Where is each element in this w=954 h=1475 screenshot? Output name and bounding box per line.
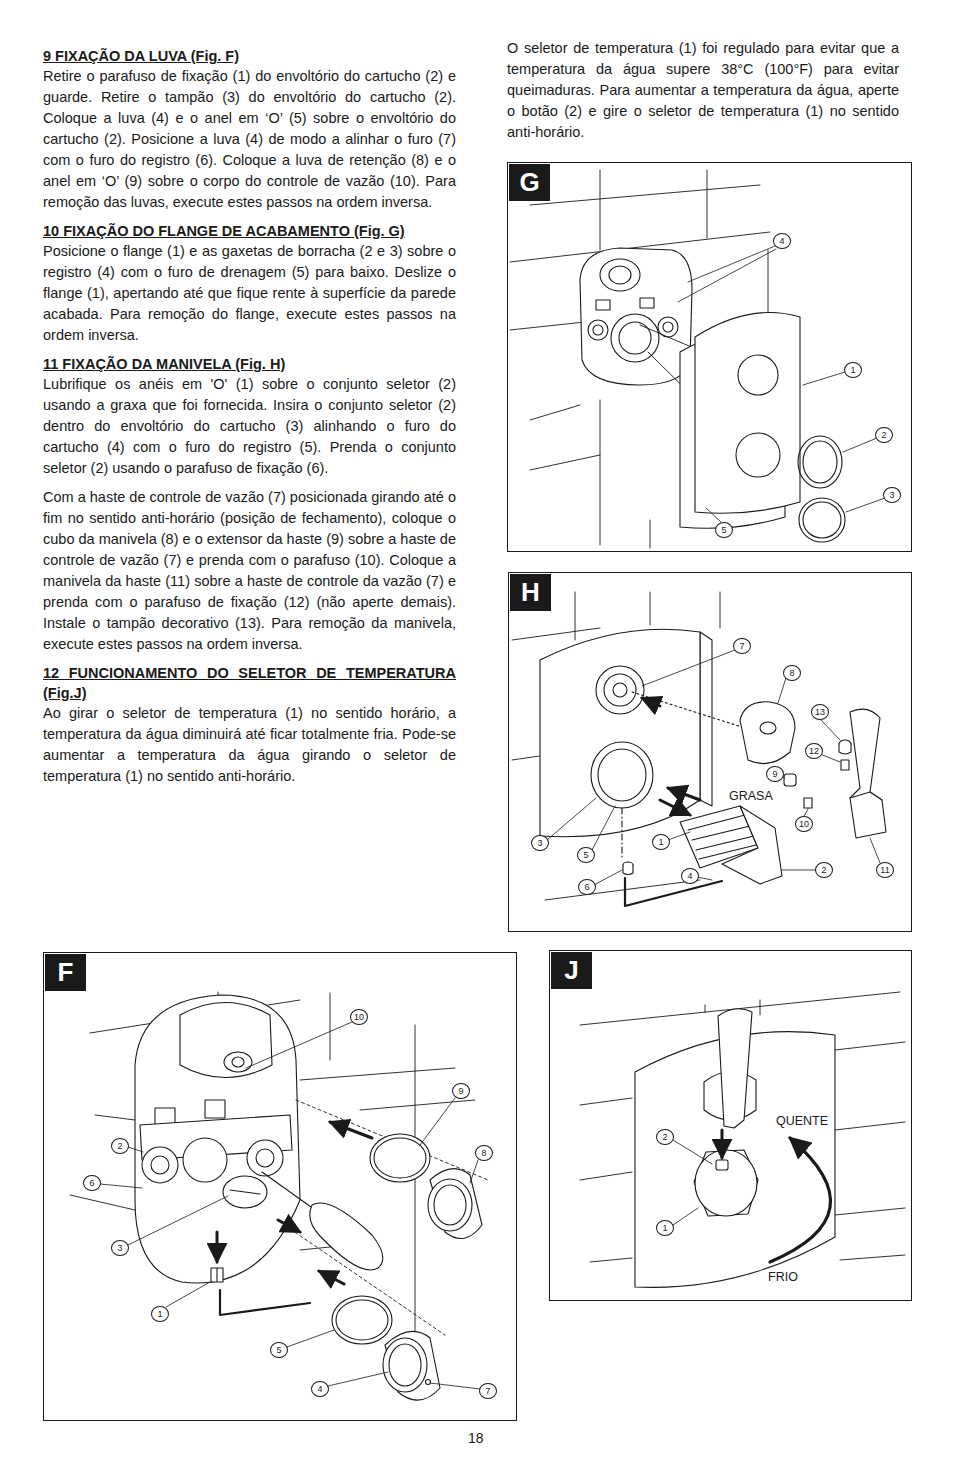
body-text: Lubrifique os anéis em 'O' (1) sobre o c…: [43, 374, 456, 479]
callout-number: 3: [111, 1240, 129, 1256]
body-text: O seletor de temperatura (1) foi regulad…: [507, 38, 899, 143]
rubber-gaskets: [798, 436, 845, 542]
callout-number: 5: [270, 1342, 288, 1358]
callout-number: 1: [844, 362, 862, 378]
callout-number: 4: [773, 233, 791, 249]
body-text: Retire o parafuso de fixação (1) do envo…: [43, 66, 456, 213]
section-heading: 9 FIXAÇÃO DA LUVA (Fig. F): [43, 46, 456, 66]
figure-letter: G: [509, 164, 550, 201]
text-column: 9 FIXAÇÃO DA LUVA (Fig. F)Retire o paraf…: [43, 38, 456, 795]
part-label: GRASA: [727, 789, 775, 804]
callout-number: 2: [111, 1138, 129, 1154]
part-label: QUENTE: [774, 1114, 830, 1129]
selector-cartridge: [680, 806, 782, 884]
leader-lines: [547, 650, 880, 885]
screwdriver: [262, 1172, 383, 1270]
callout-number: 1: [652, 834, 670, 850]
finish-flange: [540, 629, 712, 837]
callout-number: 10: [795, 816, 813, 832]
finish-flange: [680, 313, 800, 529]
callout-number: 4: [311, 1381, 329, 1397]
body-text: Ao girar o seletor de temperatura (1) no…: [43, 703, 456, 787]
wall-lines: [70, 992, 475, 1400]
callout-number: 2: [815, 862, 833, 878]
callout-number: 8: [475, 1145, 493, 1161]
figure-letter: F: [45, 954, 86, 991]
callout-number: 7: [479, 1383, 497, 1399]
wall-lines: [512, 592, 720, 900]
sleeves-rings: [332, 1134, 482, 1400]
section-heading: 12 FUNCIONAMENTO DO SELETOR DE TEMPERATU…: [43, 663, 456, 703]
callout-number: 9: [452, 1083, 470, 1099]
valve-body: [580, 248, 692, 385]
leader-lines: [673, 1140, 712, 1225]
lever-handle: [850, 709, 886, 838]
callout-number: 6: [578, 879, 596, 895]
callout-number: 12: [805, 743, 823, 759]
figure-panel: J: [549, 950, 912, 1301]
figure-panel: H: [508, 572, 912, 932]
section-heading: 10 FIXAÇÃO DO FLANGE DE ACABAMENTO (Fig.…: [43, 221, 456, 241]
callout-number: 8: [783, 665, 801, 681]
callout-number: 10: [350, 1009, 368, 1025]
figure-letter: J: [551, 952, 592, 989]
finish-flange: [635, 1009, 835, 1288]
callout-number: 5: [715, 522, 733, 538]
valve-body: [135, 995, 300, 1283]
part-label: FRIO: [766, 1270, 800, 1285]
body-text: Com a haste de controle de vazão (7) pos…: [43, 487, 456, 655]
callout-number: 7: [733, 638, 751, 654]
callout-number: 2: [656, 1129, 674, 1145]
callout-number: 2: [875, 427, 893, 443]
callout-number: 6: [83, 1175, 101, 1191]
callout-number: 9: [766, 766, 784, 782]
callout-number: 5: [577, 847, 595, 863]
callout-number: 1: [151, 1306, 169, 1322]
figure-panel: G: [507, 162, 912, 552]
callout-number: 1: [656, 1220, 674, 1236]
section-heading: 11 FIXAÇÃO DA MANIVELA (Fig. H): [43, 354, 456, 374]
small-parts: [623, 740, 851, 875]
text-column: O seletor de temperatura (1) foi regulad…: [507, 38, 899, 151]
handle-hub: [740, 702, 795, 764]
figure-letter: H: [510, 574, 551, 611]
callout-number: 11: [876, 862, 894, 878]
callout-number: 13: [811, 704, 829, 720]
body-text: Posicione o flange (1) e as gaxetas de b…: [43, 241, 456, 346]
leader-lines: [100, 1022, 480, 1389]
callout-number: 3: [883, 487, 901, 503]
page-number: 18: [468, 1430, 484, 1446]
callout-number: 4: [681, 868, 699, 884]
callout-number: 3: [531, 835, 549, 851]
leader-lines: [678, 246, 885, 522]
